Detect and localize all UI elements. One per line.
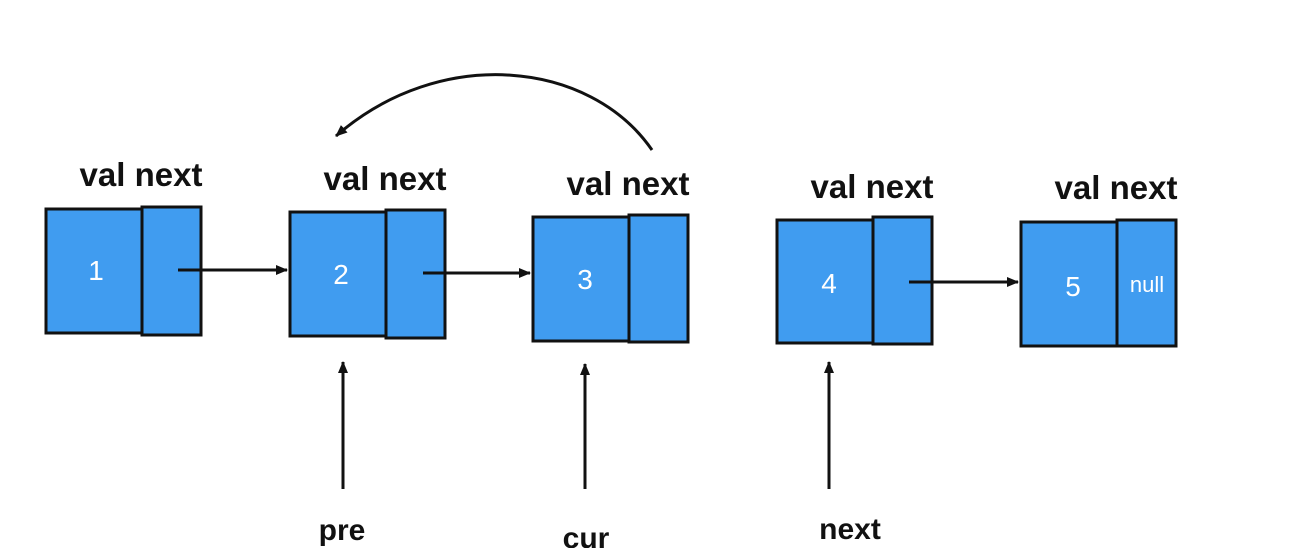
node-3-value: 3 xyxy=(577,264,593,295)
list-node-3: val next 3 xyxy=(531,165,690,344)
node-5-next-cell xyxy=(1115,218,1178,348)
list-node-1: val next 1 xyxy=(44,156,203,337)
node-2-header: val next xyxy=(324,160,447,197)
node-3-header: val next xyxy=(567,165,690,202)
node-1-value: 1 xyxy=(88,255,104,286)
reversed-link-3-to-2-arrow xyxy=(335,73,654,151)
node-5-value: 5 xyxy=(1065,271,1081,302)
node-5-val-cell xyxy=(1019,220,1119,348)
list-node-5: val next 5 null xyxy=(1019,169,1178,348)
node-3-next-cell xyxy=(627,213,690,344)
node-4-val-cell xyxy=(775,218,875,345)
next-pointer-label: next xyxy=(819,513,881,546)
node-4-value: 4 xyxy=(821,268,837,299)
node-2-val-cell xyxy=(288,210,388,338)
list-node-4: val next 4 xyxy=(775,168,934,346)
node-2-value: 2 xyxy=(333,259,349,290)
node-1-val-cell xyxy=(44,207,144,335)
cur-pointer-label: cur xyxy=(563,522,610,548)
node-1-header: val next xyxy=(80,156,203,193)
pre-pointer-label: pre xyxy=(319,514,366,547)
list-node-2: val next 2 xyxy=(288,160,447,340)
node-5-header: val next xyxy=(1055,169,1178,206)
node-4-header: val next xyxy=(811,168,934,205)
node-3-val-cell xyxy=(531,215,631,343)
node-5-null-label: null xyxy=(1130,272,1164,297)
